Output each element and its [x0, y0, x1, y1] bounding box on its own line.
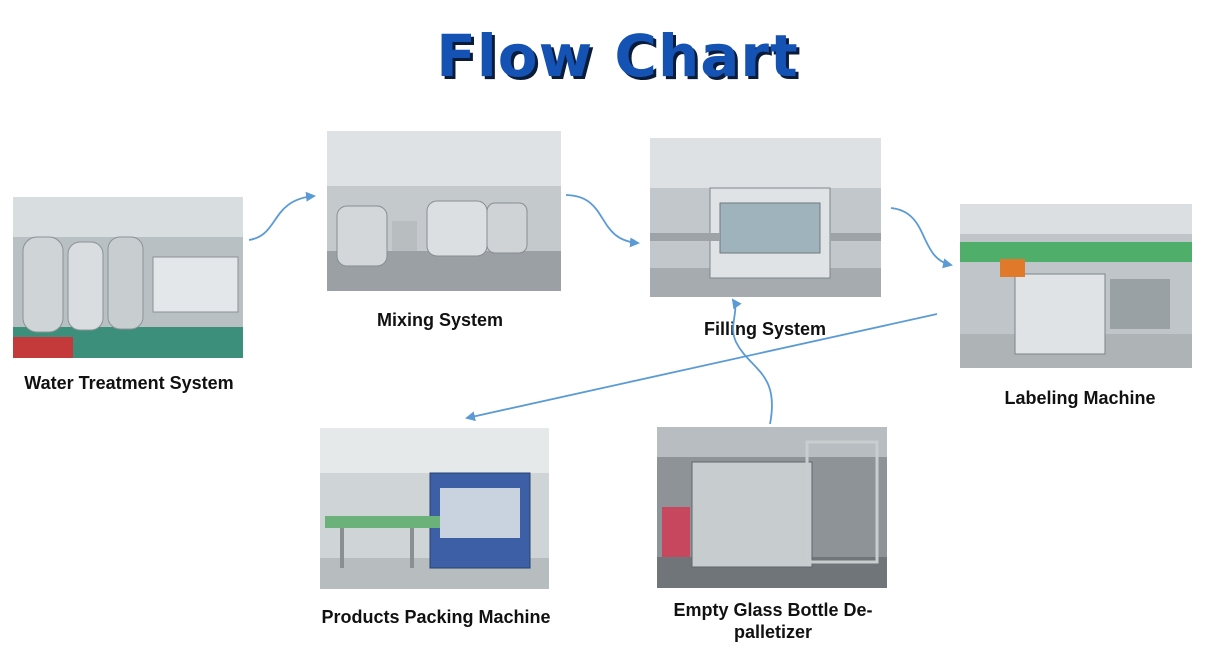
labeling-caption: Labeling Machine — [975, 387, 1185, 409]
filling-machine-photo — [650, 138, 881, 297]
arrow-mixing-to-filling — [566, 195, 638, 243]
mixing-caption: Mixing System — [340, 309, 540, 331]
water-treatment-photo — [13, 197, 243, 358]
mixing-tanks-photo — [327, 131, 561, 291]
page-title: Flow Chart — [0, 22, 1219, 90]
packing-machine-photo — [320, 428, 549, 589]
arrow-water-to-mixing — [249, 196, 314, 240]
packing-caption: Products Packing Machine — [310, 606, 562, 628]
depalletizer-photo — [657, 427, 887, 588]
arrow-filling-to-labeling — [891, 208, 951, 265]
filling-caption: Filling System — [665, 318, 865, 340]
depalletizer-caption: Empty Glass Bottle De-palletizer — [665, 599, 881, 643]
labeling-machine-photo — [960, 204, 1192, 368]
water-treatment-caption: Water Treatment System — [10, 372, 248, 394]
